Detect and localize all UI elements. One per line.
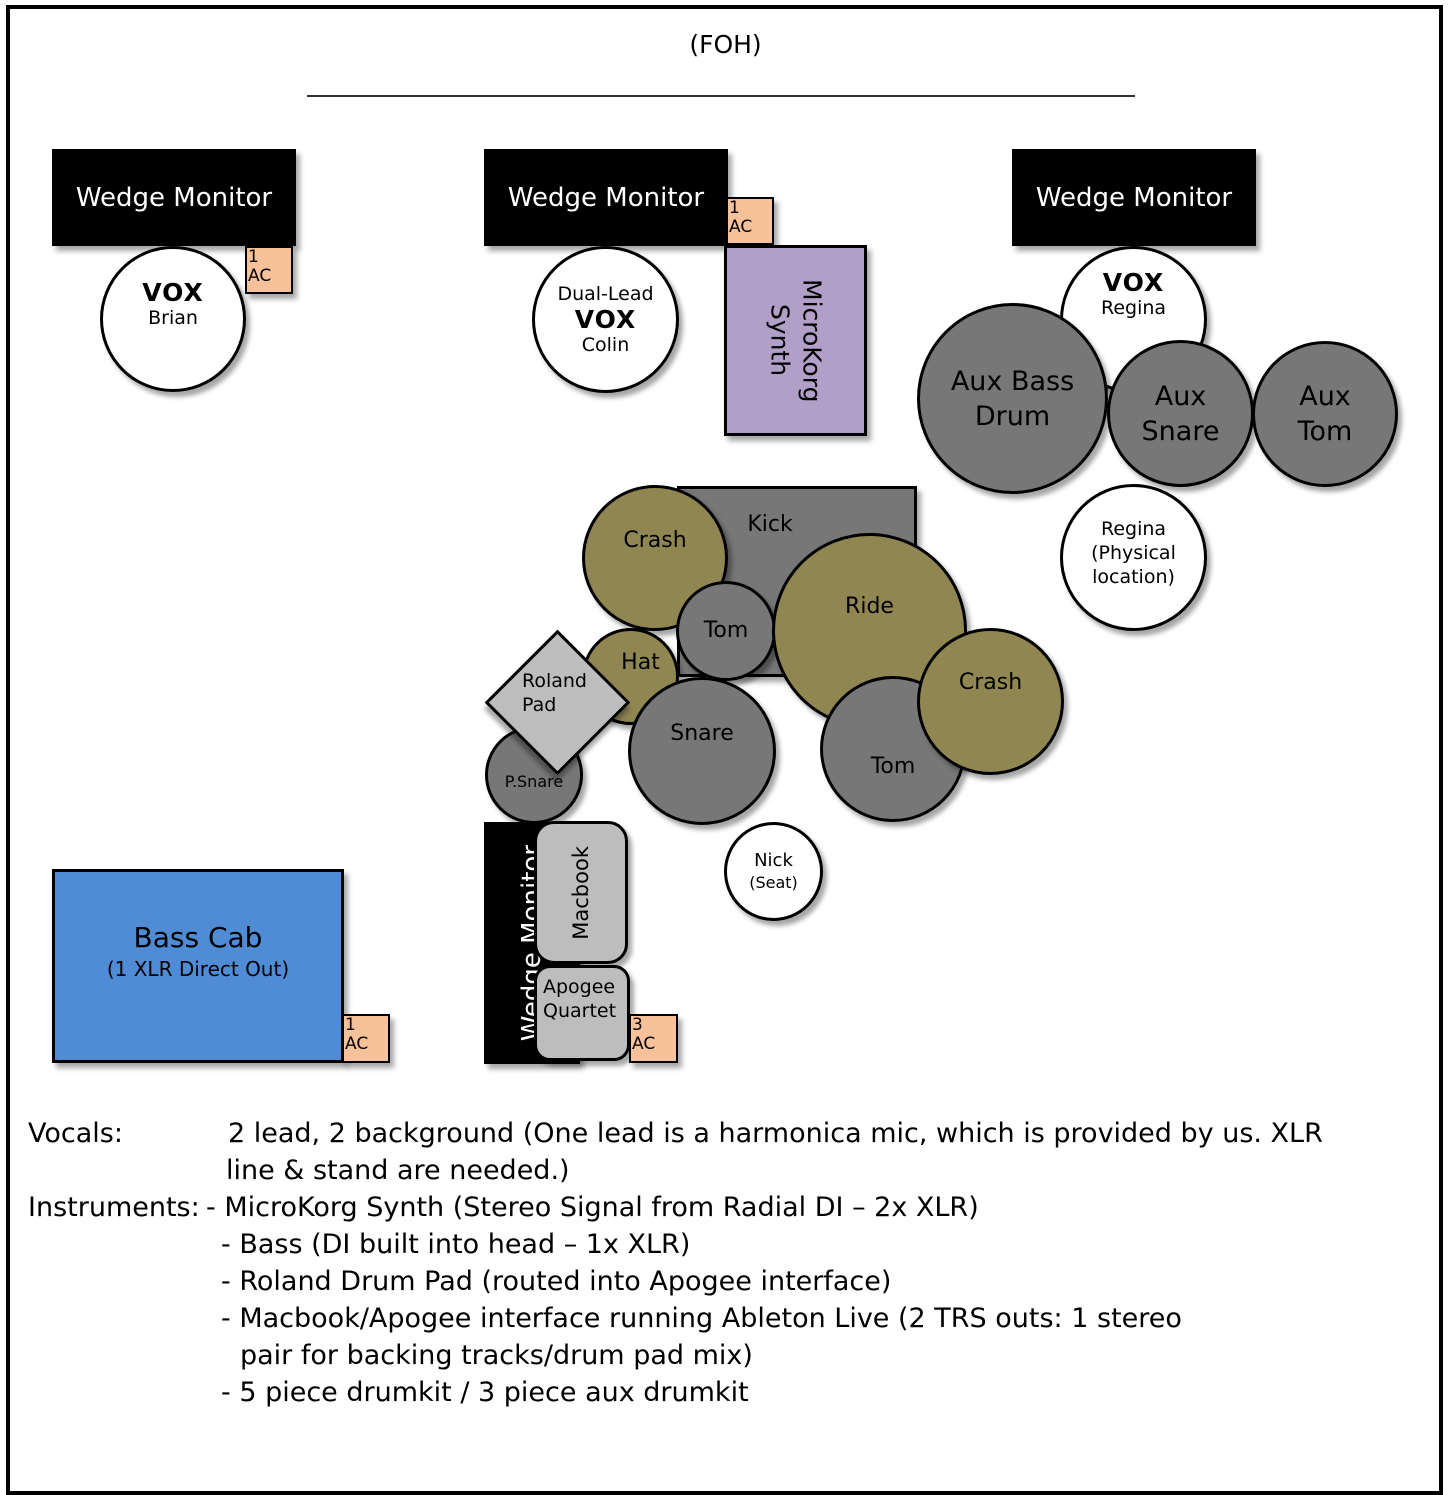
aux-bass-drum: Aux Bass Drum xyxy=(917,303,1108,494)
vocals-description: line & stand are needed.) xyxy=(226,1155,570,1186)
bass-cab: Bass Cab (1 XLR Direct Out) xyxy=(52,869,344,1063)
instrument-item: - MicroKorg Synth (Stereo Signal from Ra… xyxy=(206,1192,979,1223)
foh-label: (FOH) xyxy=(689,30,762,59)
rack-tom: Tom xyxy=(676,581,776,681)
regina-location-label: Regina xyxy=(1100,517,1167,540)
roland-pad-label: Pad xyxy=(522,694,557,716)
instrument-item: - Roland Drum Pad (routed into Apogee in… xyxy=(221,1266,892,1297)
bass-cab-title: Bass Cab xyxy=(133,921,263,954)
ac-count: 3 xyxy=(632,1015,643,1035)
vocals-heading: Vocals: xyxy=(28,1118,123,1149)
roland-pad-label-group: Roland Pad xyxy=(504,669,608,717)
regina-location-label: location) xyxy=(1092,565,1175,588)
aux-tom-label: Tom xyxy=(1297,416,1353,447)
instrument-item: - Macbook/Apogee interface running Ablet… xyxy=(221,1303,1182,1334)
aux-snare: Aux Snare xyxy=(1107,340,1254,487)
vocal-role: Dual-Lead xyxy=(557,283,654,305)
ac-unit: AC xyxy=(729,217,753,237)
nick-seat-label: (Seat) xyxy=(749,872,798,892)
aux-bass-drum-label: Aux Bass xyxy=(950,365,1075,397)
synth-label: MicroKorg Synth xyxy=(765,278,827,403)
wedge-monitor-right: Wedge Monitor xyxy=(1012,149,1256,246)
ac-count: 1 xyxy=(345,1015,356,1035)
ac-count: 1 xyxy=(729,198,740,218)
crash-label: Crash xyxy=(623,527,687,553)
ac-count: 1 xyxy=(248,247,259,267)
ac-unit: AC xyxy=(632,1034,656,1054)
aux-bass-drum-label: Drum xyxy=(974,400,1051,432)
snare-drum: Snare xyxy=(628,677,776,825)
regina-physical-location: Regina (Physical location) xyxy=(1060,484,1207,631)
vocalist-name: Regina xyxy=(1100,297,1167,319)
ac-unit: AC xyxy=(248,266,272,286)
instruments-heading: Instruments: xyxy=(28,1192,200,1223)
vocalist-name: Colin xyxy=(581,334,630,356)
apogee-quartet: Apogee Quartet xyxy=(534,965,630,1061)
ride-label: Ride xyxy=(845,593,894,619)
microkorg-synth: MicroKorg Synth xyxy=(724,245,867,436)
nick-seat-label: Nick xyxy=(754,849,793,871)
ac-unit: AC xyxy=(345,1034,369,1054)
ac-box-brian: 1 AC xyxy=(245,246,293,294)
macbook: Macbook xyxy=(534,821,628,964)
kick-label: Kick xyxy=(747,512,793,537)
wedge-monitor-left: Wedge Monitor xyxy=(52,149,296,246)
p-snare-label: P.Snare xyxy=(504,771,564,791)
foh-underline xyxy=(307,95,1135,97)
vox-label: VOX xyxy=(1102,268,1165,297)
apogee-label: Quartet xyxy=(543,1000,617,1022)
ac-box-apogee: 3 AC xyxy=(629,1014,678,1063)
regina-location-label: (Physical xyxy=(1091,541,1176,564)
crash-label: Crash xyxy=(958,669,1023,695)
wedge-monitor-label: Wedge Monitor xyxy=(1035,182,1233,213)
vocals-description: 2 lead, 2 background (One lead is a harm… xyxy=(228,1118,1323,1149)
vocal-mic-colin: Dual-Lead VOX Colin xyxy=(532,246,679,393)
vocal-mic-brian: VOX Brian xyxy=(100,246,246,392)
ac-box-colin: 1 AC xyxy=(726,197,774,245)
hat-label: Hat xyxy=(621,649,660,675)
wedge-monitor-label: Wedge Monitor xyxy=(75,182,273,213)
bass-cab-subtitle: (1 XLR Direct Out) xyxy=(106,957,290,981)
macbook-label: Macbook xyxy=(569,845,593,940)
nick-seat: Nick (Seat) xyxy=(724,822,823,921)
instrument-item: pair for backing tracks/drum pad mix) xyxy=(240,1340,753,1371)
aux-snare-label: Aux xyxy=(1154,380,1207,412)
floor-tom-label: Tom xyxy=(870,753,916,779)
aux-tom: Aux Tom xyxy=(1252,341,1398,487)
ac-box-bass: 1 AC xyxy=(342,1014,390,1063)
apogee-label: Apogee xyxy=(543,976,616,998)
vocalist-name: Brian xyxy=(148,306,198,329)
instrument-item: - 5 piece drumkit / 3 piece aux drumkit xyxy=(221,1377,749,1408)
snare-label: Snare xyxy=(670,720,734,746)
crash-cymbal-right: Crash xyxy=(917,628,1064,775)
aux-tom-label: Aux xyxy=(1299,381,1351,412)
vox-label: VOX xyxy=(574,305,637,334)
wedge-monitor-label: Wedge Monitor xyxy=(507,182,705,213)
roland-pad-label: Roland xyxy=(522,670,587,692)
vox-label: VOX xyxy=(142,277,204,307)
tom-label: Tom xyxy=(703,618,749,643)
instrument-item: - Bass (DI built into head – 1x XLR) xyxy=(221,1229,691,1260)
wedge-monitor-center: Wedge Monitor xyxy=(484,149,728,246)
input-notes: Vocals: 2 lead, 2 background (One lead i… xyxy=(28,1115,1328,1411)
aux-snare-label: Snare xyxy=(1141,415,1220,447)
